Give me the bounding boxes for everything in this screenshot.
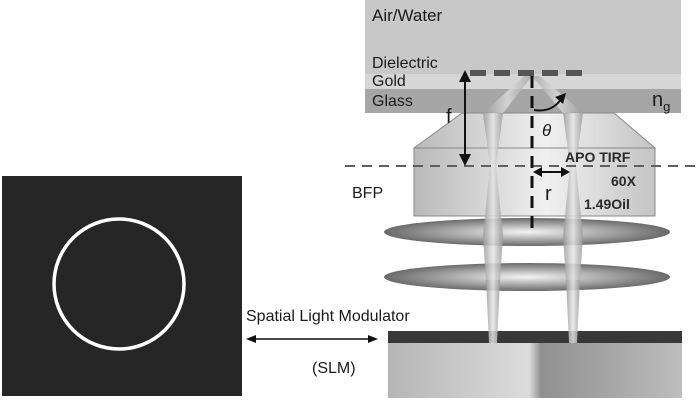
objective-label-line1: APO TIRF [565,149,631,165]
focal-length-arrow [459,70,471,166]
theta-arc-arrow [533,93,566,112]
slm-pointer-arrow [246,335,378,343]
radius-arrow [533,167,570,177]
theta-label: θ [542,121,552,140]
dielectric-label: Dielectric [372,55,438,72]
slm-pattern-panel [2,176,242,396]
radius-label: r [545,183,552,205]
relay-lens-lower [384,263,670,291]
air-water-layer [365,0,681,74]
glass-label: Glass [372,93,413,110]
slm-title-label: Spatial Light Modulator [246,308,410,325]
gold-label: Gold [372,73,406,90]
objective-label-line2: 60X [611,173,637,189]
slm-ring-pattern [52,217,186,351]
slm-abbr-label: (SLM) [312,360,356,377]
index-label: ng [652,89,670,114]
light-beams [483,76,583,343]
slm-device-face [388,331,682,343]
objective-label-line3: 1.49Oil [584,196,630,212]
bfp-label: BFP [352,185,383,202]
air-water-label: Air/Water [372,6,443,25]
focal-length-label: f [446,106,452,128]
relay-lens-upper [384,218,670,246]
slm-device-body [388,343,682,398]
objective-body [413,147,656,217]
glass-layer [365,89,681,113]
